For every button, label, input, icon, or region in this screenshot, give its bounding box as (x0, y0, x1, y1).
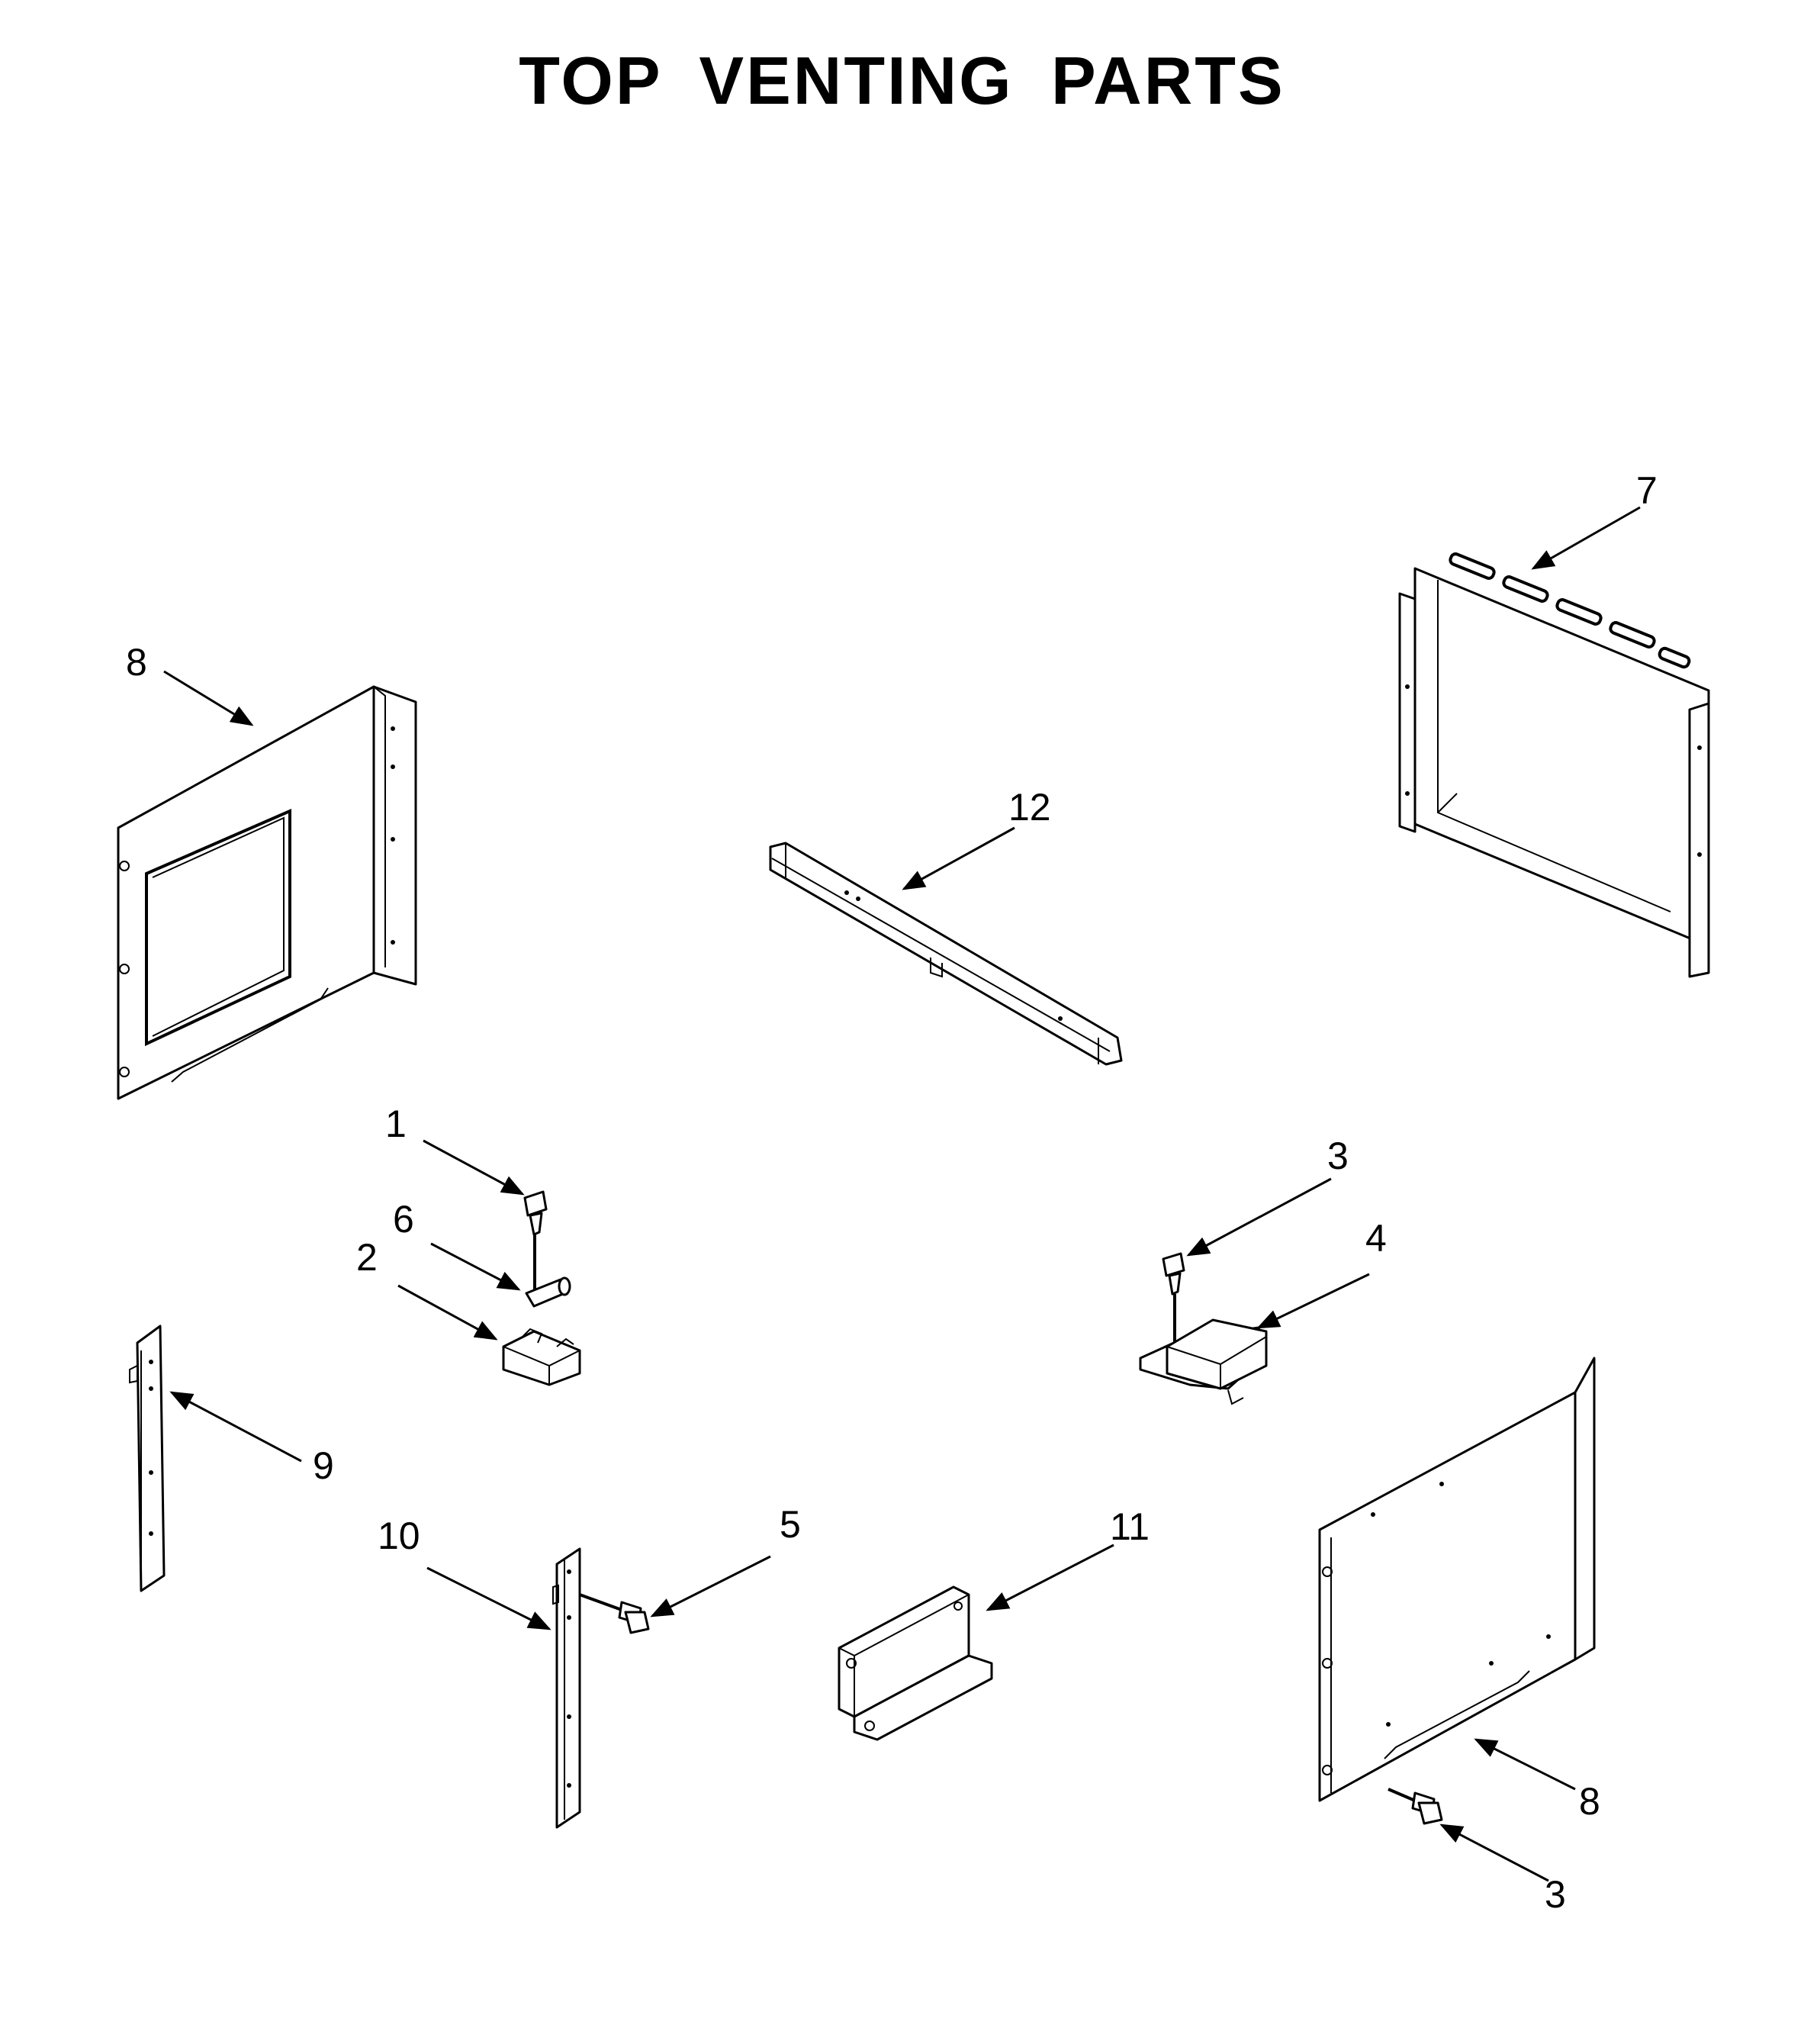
callout-8b: 8 (1579, 1780, 1600, 1823)
part-9-side-trim (129, 1325, 166, 1592)
callout-2: 2 (356, 1236, 378, 1279)
leader-9 (169, 1391, 302, 1463)
leader-lines (163, 506, 1641, 1882)
callout-5: 5 (780, 1503, 801, 1546)
callout-labels: 8 7 12 1 6 2 3 4 9 10 5 11 8 3 (126, 469, 1658, 1916)
callout-4: 4 (1365, 1217, 1387, 1260)
callout-12: 12 (1008, 786, 1051, 829)
part-2-fuse-holder (502, 1328, 581, 1386)
callout-1: 1 (385, 1102, 407, 1145)
leader-11 (986, 1543, 1114, 1611)
leader-3a (1186, 1177, 1332, 1257)
diagram-title: TOP VENTING PARTS (519, 43, 1285, 118)
callout-3-lower: 3 (1545, 1873, 1566, 1916)
leader-3b (1439, 1824, 1549, 1882)
callout-7: 7 (1636, 469, 1658, 512)
part-12-bracket (769, 842, 1123, 1066)
part-5-screw (579, 1593, 650, 1634)
leader-10 (426, 1566, 551, 1630)
leader-8b (1474, 1738, 1576, 1791)
leader-4 (1256, 1273, 1370, 1329)
callout-10: 10 (378, 1514, 420, 1557)
leader-7 (1531, 506, 1641, 570)
part-6-pin (525, 1276, 571, 1308)
callout-8a: 8 (126, 641, 147, 684)
callout-6: 6 (393, 1198, 414, 1241)
leader-1 (423, 1139, 525, 1196)
part-8-side-panel-right (1318, 1357, 1596, 1802)
part-8-side-panel-left (117, 685, 417, 1100)
callout-9: 9 (313, 1444, 334, 1487)
part-4-switch (1139, 1318, 1268, 1405)
callout-3-upper: 3 (1327, 1135, 1349, 1177)
part-11-angle-bracket (838, 1585, 993, 1741)
part-7-rear-panel (1398, 552, 1710, 978)
leader-5 (650, 1555, 771, 1617)
callout-11: 11 (1110, 1505, 1150, 1548)
part-1-screw (523, 1190, 548, 1289)
part-3-screw-lower (1388, 1788, 1443, 1825)
leader-8a (163, 670, 254, 726)
part-10-vent-trim (552, 1547, 581, 1829)
leader-6 (430, 1242, 521, 1291)
leader-2 (397, 1284, 498, 1341)
leader-12 (902, 826, 1015, 890)
part-3-screw-upper (1162, 1252, 1185, 1343)
